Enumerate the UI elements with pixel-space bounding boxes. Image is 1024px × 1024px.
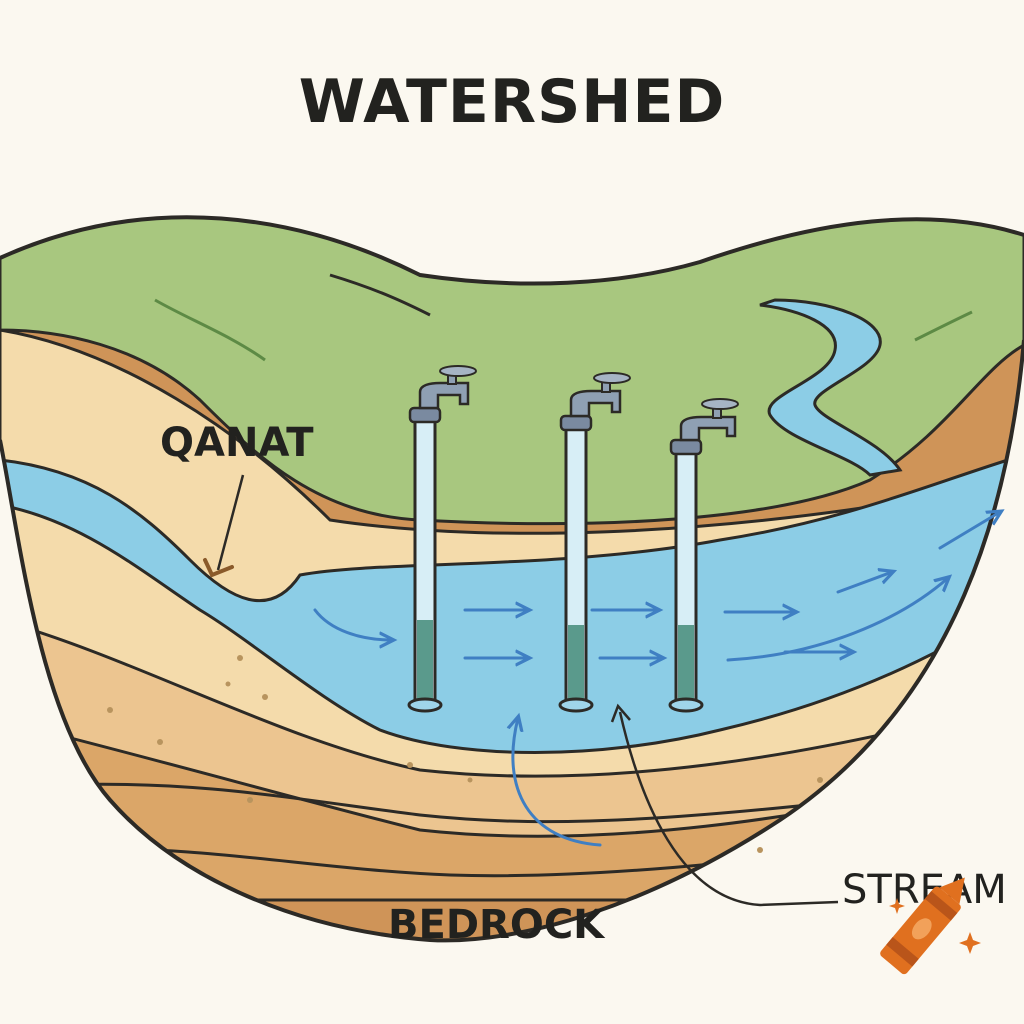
qanat-label: QANAT (160, 420, 314, 466)
stream-pointer (618, 711, 839, 907)
faucet-icon (408, 365, 477, 424)
flow-arrows (313, 512, 1000, 847)
flow-arrow-icon (726, 578, 948, 662)
sparkle-icon (959, 932, 981, 954)
faucet-icon (669, 398, 739, 456)
crayon-icon (880, 877, 965, 975)
qanat-pointer (216, 474, 245, 571)
soil-speckles (107, 655, 823, 853)
diagram-title: WATERSHED (299, 67, 726, 137)
basin-outline (0, 215, 1024, 943)
faucet-well (558, 372, 631, 713)
flow-arrow-icon (836, 572, 892, 594)
sparkle-icon (889, 898, 905, 914)
faucet-icon (559, 372, 631, 432)
surface-river (759, 298, 903, 477)
faucet-well (407, 365, 477, 713)
faucet-well (668, 398, 739, 713)
flow-arrow-icon (313, 608, 392, 640)
flow-arrow-icon (513, 718, 602, 847)
flow-arrow-icon (938, 512, 1000, 550)
faucet-wells (407, 365, 739, 713)
bedrock-label: BEDROCK (388, 902, 606, 948)
